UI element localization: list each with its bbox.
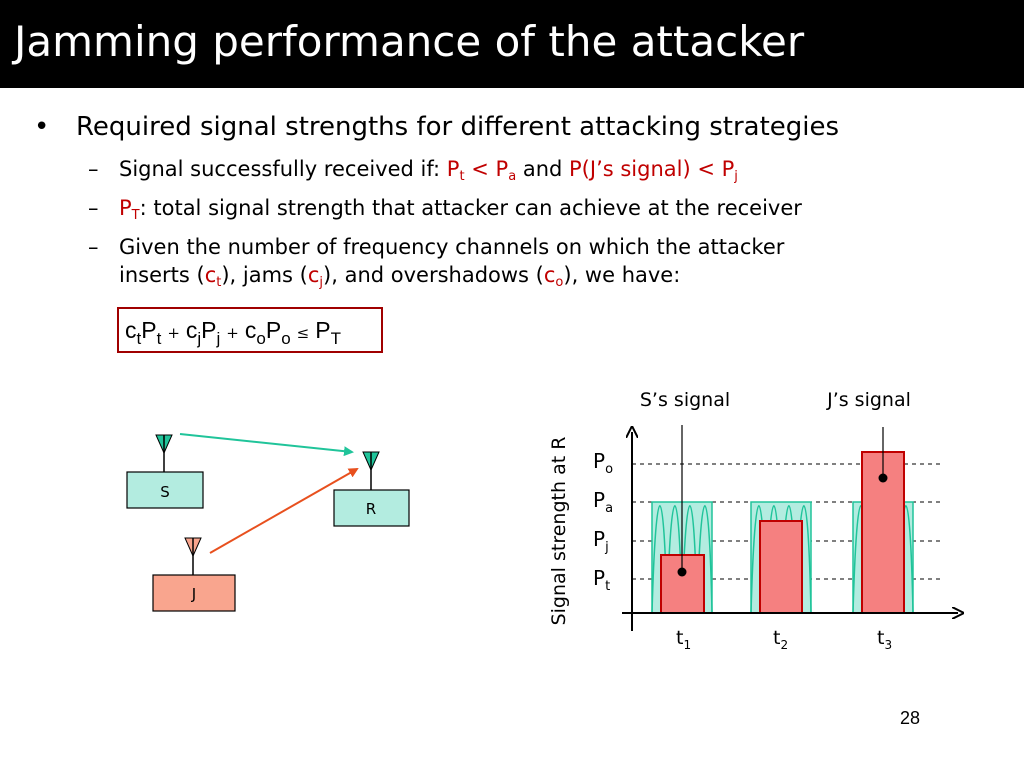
- formula-box: ctPt+cjPj+coPo≤PT: [117, 307, 383, 353]
- channels-jams: ), jams (: [221, 263, 308, 287]
- dash-marker: –: [88, 196, 99, 220]
- f-sub: o: [256, 329, 266, 348]
- f-sub: t: [156, 329, 162, 348]
- f-sub: T: [330, 329, 341, 348]
- tick-sub: 3: [884, 638, 892, 652]
- j-to-r-arrow: [209, 468, 359, 554]
- f-sub: j: [197, 329, 202, 348]
- subscript-o: o: [555, 275, 564, 290]
- symbol-c: c: [204, 263, 217, 287]
- sub-bullet-channels-text: Given the number of frequency channels o…: [119, 233, 784, 289]
- level-name: P: [593, 488, 605, 512]
- symbol-ct: ct: [204, 263, 222, 290]
- f-sub: t: [136, 329, 142, 348]
- f-sub: o: [281, 329, 291, 348]
- f-p: P: [265, 317, 282, 343]
- subscript-a: a: [508, 169, 517, 184]
- slide-title: Jamming performance of the attacker: [14, 17, 805, 66]
- subscript-T: T: [131, 208, 140, 223]
- f-c: c: [125, 317, 137, 343]
- level-label-pj: Pj: [593, 527, 609, 555]
- f-p: P: [201, 317, 217, 343]
- level-sub: o: [605, 462, 613, 477]
- f-c: c: [244, 317, 257, 343]
- channels-line1: Given the number of frequency channels o…: [119, 235, 785, 259]
- title-bar: Jamming performance of the attacker: [0, 0, 1024, 88]
- s-to-r-arrow: [179, 433, 354, 457]
- tick-label-t1: t1: [676, 627, 691, 652]
- level-name: P: [593, 566, 605, 590]
- j-node-label: J: [191, 585, 196, 603]
- conjunction-and: and: [516, 157, 570, 181]
- bullet-marker: •: [34, 112, 50, 142]
- level-label-pa: Pa: [593, 488, 613, 516]
- subscript-t: t: [216, 275, 222, 290]
- condition-pt-pa: Pt < Pa: [446, 157, 517, 184]
- level-sub: j: [604, 540, 609, 555]
- tick-name: t: [773, 627, 780, 649]
- s-antenna-icon: [155, 434, 173, 472]
- tick-label-t3: t3: [877, 627, 892, 652]
- subscript-t: t: [459, 169, 465, 184]
- tick-label-t2: t2: [773, 627, 788, 652]
- symbol-c: c: [307, 263, 320, 287]
- level-label-pt: Pt: [593, 566, 610, 594]
- y-axis-label: Signal strength at R: [548, 437, 570, 626]
- channels-overshadows: ), and overshadows (: [323, 263, 544, 287]
- f-sub: j: [216, 329, 221, 348]
- condition-pj: P(J’s signal) < Pj: [569, 157, 738, 184]
- sub-bullet-total-strength-text: PT: total signal strength that attacker …: [119, 194, 802, 222]
- tick-sub: 1: [683, 638, 691, 652]
- j-signal-callout-dot: [878, 473, 888, 483]
- jam-signal-condition: P(J’s signal) < P: [569, 157, 735, 181]
- level-sub: t: [605, 579, 610, 594]
- f-p: P: [141, 317, 157, 343]
- tick-name: t: [676, 627, 683, 649]
- tick-name: t: [877, 627, 884, 649]
- j-signal-label: J’s signal: [826, 389, 911, 411]
- f-plus: +: [226, 324, 239, 342]
- symbol-co: co: [543, 263, 564, 290]
- symbol-pT: PT: [119, 196, 140, 223]
- j-antenna-icon: [184, 537, 202, 575]
- dash-marker: –: [88, 157, 99, 181]
- symbol-cj: cj: [307, 263, 324, 290]
- level-label-po: Po: [593, 449, 613, 477]
- symbol-c: c: [543, 263, 556, 287]
- level-name: P: [593, 527, 605, 551]
- s-node-label: S: [160, 483, 170, 501]
- subscript-j: j: [734, 169, 738, 184]
- symbol-p: P: [119, 196, 132, 220]
- s-node-box: [126, 471, 204, 509]
- sub-bullet-condition-text: Signal successfully received if: Pt < Pa…: [119, 155, 738, 183]
- level-sub: a: [605, 501, 613, 516]
- dash-marker: –: [88, 235, 99, 259]
- j-node-box: [152, 574, 236, 612]
- f-plus: +: [167, 324, 180, 342]
- bullet-main-text: Required signal strengths for different …: [76, 112, 840, 142]
- f-leq: ≤: [296, 324, 310, 342]
- s-signal-label: S’s signal: [640, 389, 730, 411]
- j-bar-t2: [759, 520, 803, 614]
- r-node-label: R: [366, 500, 376, 518]
- page-number: 28: [900, 708, 921, 728]
- subscript-j: j: [319, 275, 324, 290]
- symbol-p: P: [446, 157, 460, 181]
- less-than-p: < P: [464, 157, 509, 181]
- tick-sub: 2: [780, 638, 788, 652]
- r-node-box: [333, 489, 410, 527]
- condition-prefix: Signal successfully received if:: [119, 157, 447, 181]
- r-antenna-icon: [362, 451, 380, 490]
- total-strength-text: : total signal strength that attacker ca…: [139, 196, 802, 220]
- f-p: P: [315, 317, 331, 343]
- s-signal-callout-dot: [677, 567, 687, 577]
- level-name: P: [593, 449, 605, 473]
- channels-inserts: inserts (: [119, 263, 205, 287]
- f-c: c: [185, 317, 198, 343]
- channels-we-have: ), we have:: [563, 263, 681, 287]
